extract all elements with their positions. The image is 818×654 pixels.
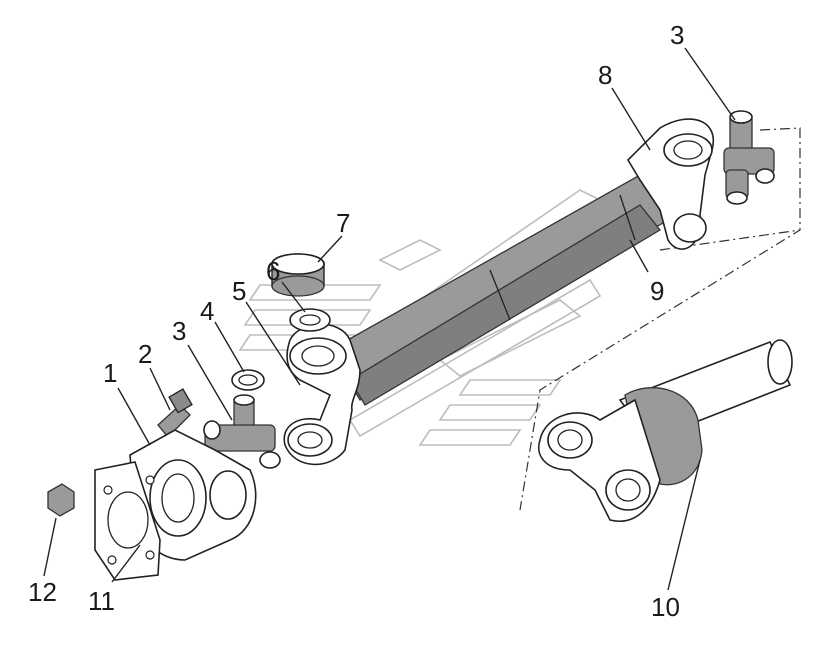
seal-ring (289, 308, 331, 332)
callout-1: 1 (103, 358, 117, 388)
callout-4: 4 (200, 296, 214, 326)
callout-10: 10 (651, 592, 680, 622)
callout-3-top: 3 (670, 20, 684, 50)
nut (47, 483, 75, 517)
bolt (157, 388, 193, 438)
universal-joint-cross-top (723, 110, 775, 205)
shaft-end-yoke-top (626, 118, 715, 250)
callout-9: 9 (650, 276, 664, 306)
callout-11: 11 (88, 586, 115, 616)
flange-yoke (129, 429, 257, 561)
main-shaft-tube (329, 174, 669, 406)
callout-labels: 1 2 3 4 5 6 7 8 3 9 10 11 12 (28, 20, 684, 622)
slip-yoke-assembly (538, 339, 793, 522)
callout-6: 6 (266, 256, 280, 286)
bearing-cup (271, 253, 325, 297)
callout-12: 12 (28, 577, 57, 607)
callout-2: 2 (138, 339, 152, 369)
callout-5: 5 (232, 276, 246, 306)
callout-8: 8 (598, 60, 612, 90)
callout-7: 7 (336, 208, 350, 238)
callout-3: 3 (172, 316, 186, 346)
shaft-near-yoke (283, 323, 361, 466)
gasket-plate (94, 461, 161, 581)
leader-lines (43, 47, 736, 591)
snap-ring (231, 369, 265, 391)
universal-joint-cross-bottom (203, 394, 281, 469)
